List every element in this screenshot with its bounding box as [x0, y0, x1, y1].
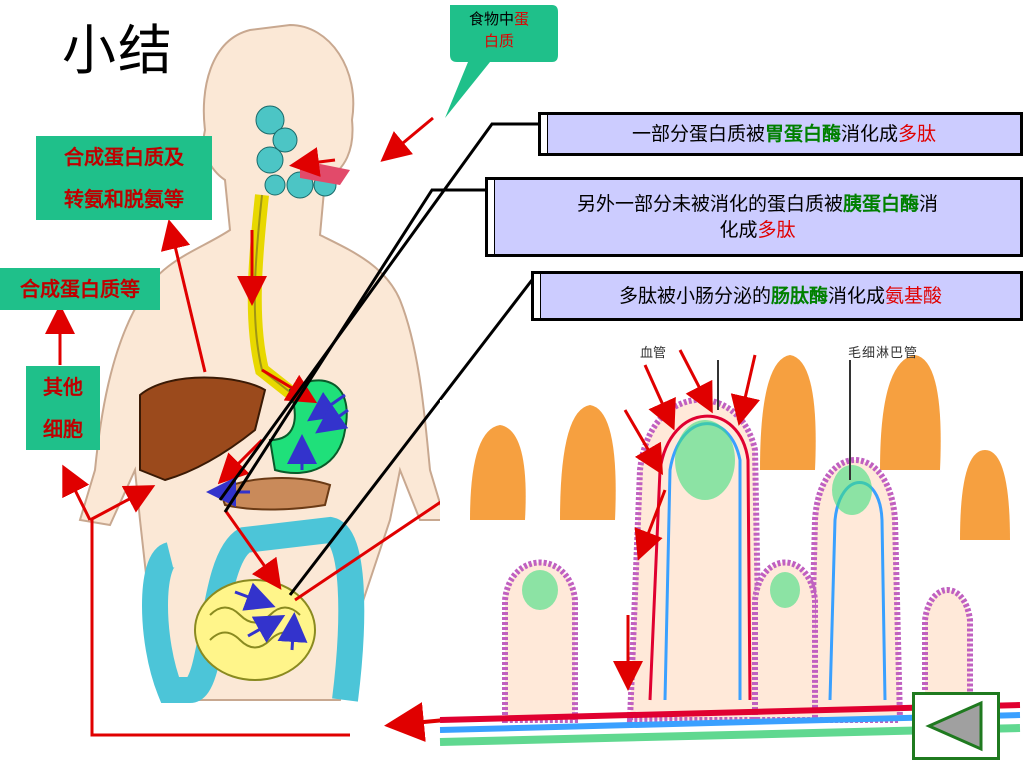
liver: [139, 376, 267, 482]
triangle-left-icon: [925, 700, 983, 752]
lymph-vessel-label: 毛细淋巴管: [848, 346, 919, 361]
synthesis-label: 合成蛋白质及 转氨和脱氨等: [36, 136, 212, 220]
pancreas-digestion-box: 另外一部分未被消化的蛋白质被胰蛋白酶消化成多肽: [485, 177, 1023, 257]
stomach-digestion-box: 一部分蛋白质被胃蛋白酶消化成多肽: [538, 112, 1023, 156]
protein-synthesis-label: 合成蛋白质等: [0, 268, 160, 310]
slide-title: 小结: [62, 19, 174, 82]
pancreas: [218, 477, 332, 511]
leader-lines: [218, 122, 538, 596]
bubble-text: 食物中蛋 白质: [468, 10, 530, 50]
other-cells-label: 其他 细胞: [26, 366, 100, 450]
small-intestine: [194, 579, 316, 681]
blood-vessel-label: 血管: [640, 346, 667, 361]
back-button[interactable]: [912, 692, 1000, 760]
intestine-digestion-box: 多肽被小肠分泌的肠肽酶消化成氨基酸: [531, 271, 1023, 321]
speech-bubble: [445, 5, 558, 118]
absorption-arrows: [206, 391, 349, 651]
salivary-glands: [255, 105, 350, 199]
villi-illustration: [439, 349, 1021, 750]
